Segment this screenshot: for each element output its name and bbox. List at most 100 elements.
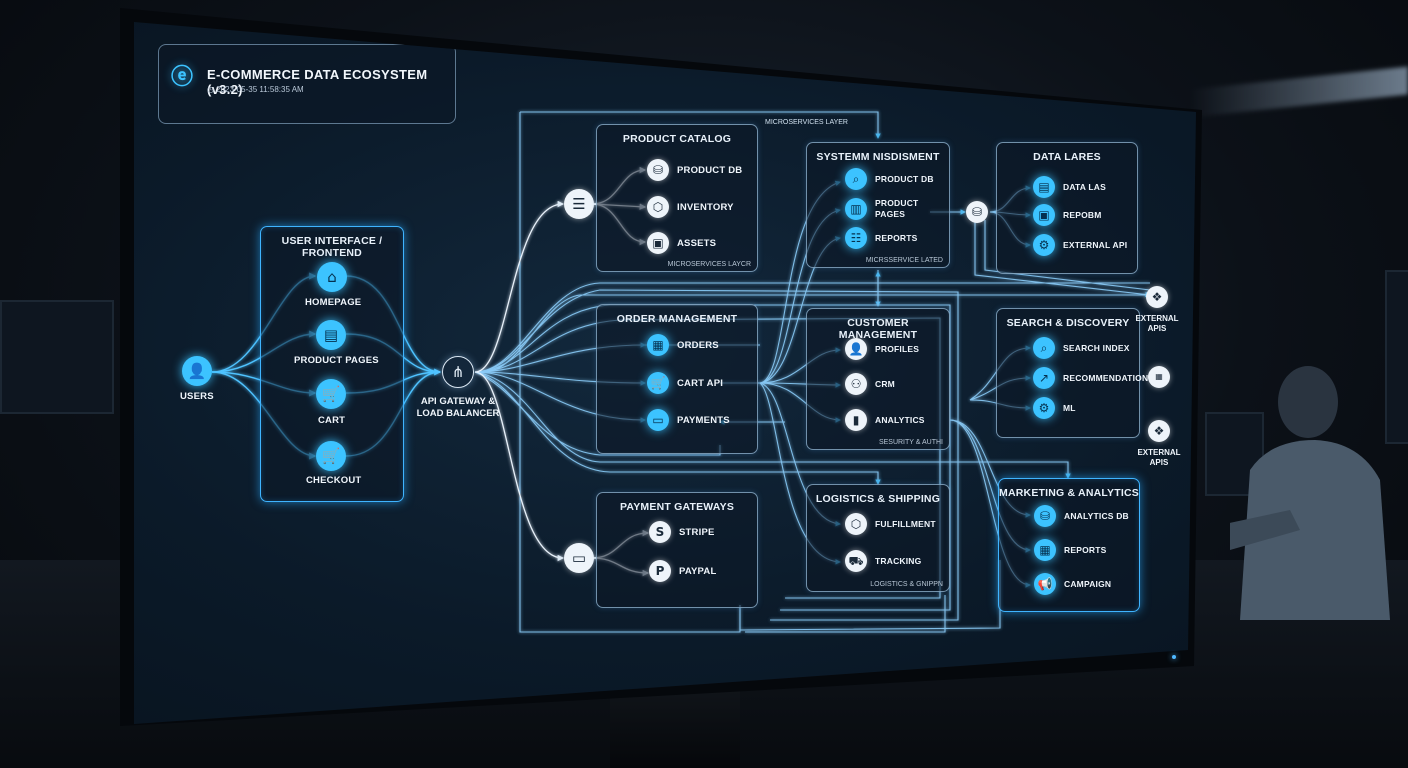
data-lakes-repo[interactable]: ▣ REPOBM	[1033, 204, 1102, 226]
cart-icon: 🛒	[316, 379, 346, 409]
header-panel: ⓔ E-COMMERCE DATA ECOSYSTEM (v3.2) ◷ 202…	[158, 44, 456, 124]
catalog-product-db[interactable]: ⛁ PRODUCT DB	[647, 159, 742, 181]
data-lakes-data-label: DATA LAS	[1063, 182, 1106, 192]
frontend-cart-label: CART	[318, 415, 346, 426]
marketing-reports[interactable]: ▦ REPORTS	[1034, 539, 1107, 561]
globe-icon: ❖	[1146, 286, 1168, 308]
payment-stripe[interactable]: S STRIPE	[649, 521, 715, 543]
system-reports-label: REPORTS	[875, 233, 918, 243]
data-lakes-external-api[interactable]: ⚙ EXTERNAL API	[1033, 234, 1127, 256]
external-apis-1-line1: EXTERNAL	[1135, 314, 1179, 323]
stripe-icon: S	[649, 521, 671, 543]
marketing-analytics-db[interactable]: ⛁ ANALYTICS DB	[1034, 505, 1129, 527]
external-node-mid[interactable]: ▦	[1148, 366, 1170, 388]
catalog-inventory-label: INVENTORY	[677, 201, 734, 213]
search-ml[interactable]: ⚙ ML	[1033, 397, 1076, 419]
search-recommendations[interactable]: ↗ RECOMMENDATIONS	[1033, 367, 1154, 389]
timestamp-text: 2023-05-35 11:58:35 AM	[216, 85, 304, 94]
microservices-layer-label: MICROSERVICES LAYER	[765, 119, 848, 126]
system-product-db-label: PRODUCT DB	[875, 174, 934, 184]
logistics-tracking[interactable]: ⛟ TRACKING	[845, 550, 921, 572]
api-icon: ▦	[1148, 366, 1170, 388]
search-index[interactable]: ⌕ SEARCH INDEX	[1033, 337, 1130, 359]
frontend-checkout[interactable]: 🛒	[316, 441, 346, 471]
customer-profiles[interactable]: 👤 PROFILES	[845, 338, 919, 360]
order-payments-label: PAYMENTS	[677, 414, 730, 426]
payment-paypal[interactable]: P PAYPAL	[649, 560, 716, 582]
catalog-inventory[interactable]: ⬡ INVENTORY	[647, 196, 734, 218]
marketing-reports-label: REPORTS	[1064, 545, 1107, 555]
logistics-fulfillment-label: FULFILLMENT	[875, 519, 936, 529]
box-icon: ⬡	[647, 196, 669, 218]
system-reports[interactable]: ☷ REPORTS	[845, 227, 918, 249]
trend-icon: ↗	[1033, 367, 1055, 389]
payment-stripe-label: STRIPE	[679, 526, 715, 538]
pages-icon: ▥	[845, 198, 867, 220]
marketing-panel: MARKETING & ANALYTICS	[998, 478, 1140, 612]
catalog-assets[interactable]: ▣ ASSETS	[647, 232, 716, 254]
external-apis-2-line1: EXTERNAL	[1137, 448, 1181, 457]
marketing-analytics-db-label: ANALYTICS DB	[1064, 511, 1129, 521]
catalog-product-db-label: PRODUCT DB	[677, 164, 743, 176]
payment-router-node[interactable]: ▭	[564, 543, 594, 573]
users-node[interactable]: 👤 USERS	[180, 356, 214, 402]
customer-management-panel: CUSTOMER MANAGEMENT SESURITY & AUTHI	[806, 308, 950, 450]
monitor-stand	[610, 690, 740, 768]
card-icon: ▭	[564, 543, 594, 573]
checkout-cart-icon: 🛒	[316, 441, 346, 471]
power-indicator-light	[1172, 655, 1176, 659]
order-orders[interactable]: ▦ ORDERS	[647, 334, 719, 356]
system-product-db[interactable]: ⌕ PRODUCT DB	[845, 168, 934, 190]
reports-icon: ▦	[1034, 539, 1056, 561]
clock-icon: ◷	[207, 85, 214, 94]
customer-analytics[interactable]: ▮ ANALYTICS	[845, 409, 925, 431]
server-icon: ⛁	[966, 201, 988, 223]
product-catalog-title: PRODUCT CATALOG	[622, 133, 732, 145]
package-icon: ⬡	[845, 513, 867, 535]
catalog-router-node[interactable]: ☰	[564, 189, 594, 219]
frontend-homepage-label: HOMEPAGE	[305, 297, 362, 308]
product-catalog-footer: MICROSERVICES LAYCR	[667, 261, 751, 268]
customer-crm-label: CRM	[875, 379, 895, 389]
data-lakes-data[interactable]: ▤ DATA LAS	[1033, 176, 1106, 198]
customer-crm[interactable]: ⚇ CRM	[845, 373, 895, 395]
users-label: USERS	[180, 391, 214, 402]
ceiling-light	[1190, 66, 1408, 118]
payment-gateways-panel: PAYMENT GATEWAYS	[596, 492, 758, 608]
bar-chart-icon: ▮	[845, 409, 867, 431]
external-apis-label-2: EXTERNAL APIS	[1132, 448, 1186, 468]
data-icon: ▤	[1033, 176, 1055, 198]
user-icon: 👤	[181, 356, 212, 386]
order-orders-label: ORDERS	[677, 339, 719, 351]
data-hub-node[interactable]: ⛁	[966, 201, 988, 223]
search-discovery-panel: SEARCH & DISCOVERY	[996, 308, 1140, 438]
database-icon: ⛁	[1034, 505, 1056, 527]
search-icon: ⌕	[1033, 337, 1055, 359]
system-search-panel: SYSTEMM NISDISMENT MICRSSERVICE LATED	[806, 142, 950, 268]
share-icon: ⋔	[442, 356, 474, 388]
profile-icon: 👤	[845, 338, 867, 360]
system-product-pages[interactable]: ▥ PRODUCT PAGES	[845, 198, 918, 220]
external-apis-node-2[interactable]: ❖	[1148, 420, 1170, 442]
payment-gateways-title: PAYMENT GATEWAYS	[619, 501, 735, 513]
system-search-title: SYSTEMM NISDISMENT	[816, 151, 940, 163]
frontend-product-pages[interactable]: ▤	[316, 320, 346, 350]
system-product-pages-line1: PRODUCT	[875, 198, 919, 208]
clipboard-icon: ▦	[647, 334, 669, 356]
marketing-campaign[interactable]: 📢 CAMPAIGN	[1034, 573, 1111, 595]
frontend-homepage[interactable]: ⌂	[316, 262, 348, 292]
order-management-title: ORDER MANAGEMENT	[616, 313, 738, 325]
search-ml-label: ML	[1063, 403, 1076, 413]
order-payments[interactable]: ▭ PAYMENTS	[647, 409, 730, 431]
cart-icon: 🛒	[647, 372, 669, 394]
logistics-fulfillment[interactable]: ⬡ FULFILLMENT	[845, 513, 936, 535]
megaphone-icon: 📢	[1034, 573, 1056, 595]
frontend-cart[interactable]: 🛒	[316, 379, 346, 409]
external-apis-node-1[interactable]: ❖	[1146, 286, 1168, 308]
product-catalog-panel: PRODUCT CATALOG MICROSERVICES LAYCR	[596, 124, 758, 272]
api-gateway-node[interactable]: ⋔	[442, 356, 474, 388]
data-lakes-title: DATA LARES	[1033, 151, 1101, 163]
order-cart-api[interactable]: 🛒 CART API	[647, 372, 723, 394]
search-icon: ⌕	[845, 168, 867, 190]
person-silhouette	[1230, 366, 1390, 620]
